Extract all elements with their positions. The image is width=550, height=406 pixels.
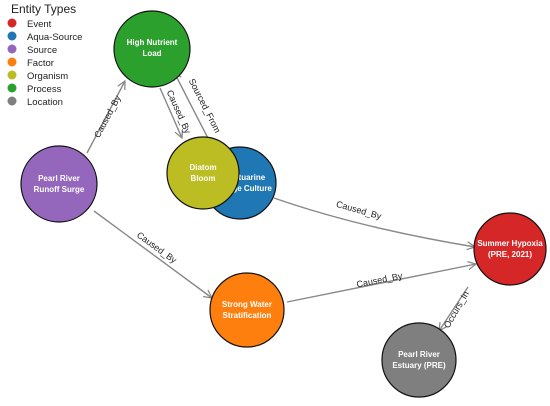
legend-item-factor: Factor	[7, 57, 54, 69]
legend-item-location: Location	[7, 96, 63, 108]
legend: Entity Types Event Aqua-Source Source Fa…	[7, 2, 82, 108]
edge-strat-to-hypoxia	[286, 264, 476, 303]
legend-label-factor: Factor	[27, 58, 54, 69]
node-circle-pearl-river-estuary	[381, 322, 457, 398]
edge-label-strat-to-hypoxia: Caused_By	[356, 271, 404, 290]
legend-swatch-organism	[7, 70, 17, 80]
edge-label-nutrient-to-diatom: Caused_By	[165, 88, 193, 135]
edge-label-pearl-to-strat: Caused_By	[135, 230, 179, 266]
legend-label-process: Process	[27, 84, 62, 95]
node-label-estuarine-cage-culture-2: Cage Culture	[222, 184, 272, 193]
node-summer-hypoxia[interactable]: Summer Hypoxia (PRE, 2021)	[473, 212, 547, 286]
edges: Caused_By Caused_By Sourced_From Caused_…	[86, 72, 476, 331]
legend-swatch-aqua-source	[7, 31, 17, 41]
edge-label-hypoxia-to-estuary: Occurs_In	[442, 289, 471, 330]
legend-label-organism: Organism	[27, 71, 68, 82]
node-label-diatom-bloom-1: Diatom	[189, 163, 216, 172]
legend-item-aqua-source: Aqua-Source	[7, 31, 82, 43]
edge-pearl-to-strat	[93, 210, 212, 298]
legend-label-aqua-source: Aqua-Source	[27, 32, 82, 43]
edge-hypoxia-to-estuary	[439, 286, 469, 331]
node-circle-diatom-bloom	[166, 136, 240, 210]
node-pearl-river-estuary[interactable]: Pearl River Estuary (PRE)	[381, 322, 457, 398]
node-label-pearl-river-estuary-2: Estuary (PRE)	[392, 361, 446, 370]
node-label-pearl-river-estuary-1: Pearl River	[398, 350, 440, 359]
legend-label-source: Source	[27, 45, 57, 56]
node-label-pearl-river-runoff-surge-1: Pearl River	[38, 174, 80, 183]
node-label-diatom-bloom-2: Bloom	[191, 174, 216, 183]
legend-title: Entity Types	[11, 2, 76, 16]
legend-item-source: Source	[7, 44, 57, 56]
edge-label-pearl-to-nutrient: Caused_By	[92, 93, 123, 139]
legend-item-organism: Organism	[7, 70, 68, 82]
node-circle-high-nutrient-load	[113, 10, 191, 88]
legend-swatch-source	[7, 44, 17, 54]
edge-label-estuarine-to-hypoxia: Caused_By	[335, 199, 383, 222]
legend-label-event: Event	[27, 19, 52, 30]
node-label-high-nutrient-load-2: Load	[142, 49, 161, 58]
edge-nutrient-to-diatom	[159, 87, 182, 138]
node-circle-pearl-river-runoff-surge	[20, 145, 98, 223]
legend-label-location: Location	[27, 97, 63, 108]
legend-swatch-event	[7, 18, 17, 28]
legend-swatch-process	[7, 83, 17, 93]
node-label-high-nutrient-load-1: High Nutrient	[127, 38, 178, 47]
node-label-estuarine-cage-culture-1: Estuarine	[229, 173, 266, 182]
node-high-nutrient-load[interactable]: High Nutrient Load	[113, 10, 191, 88]
legend-item-process: Process	[7, 83, 62, 95]
edge-label-estuarine-to-nutrient: Sourced_From	[187, 77, 223, 135]
node-strong-water-stratification[interactable]: Strong Water Stratification	[209, 272, 285, 348]
edge-pearl-to-nutrient	[86, 81, 125, 154]
node-label-pearl-river-runoff-surge-2: Runoff Surge	[34, 185, 85, 194]
node-label-strong-water-stratification-2: Stratification	[223, 311, 272, 320]
node-pearl-river-runoff-surge[interactable]: Pearl River Runoff Surge	[20, 145, 98, 223]
legend-swatch-factor	[7, 57, 17, 67]
node-label-summer-hypoxia-2: (PRE, 2021)	[488, 250, 532, 259]
node-diatom-bloom[interactable]: Diatom Bloom	[166, 136, 240, 210]
edge-estuarine-to-hypoxia	[273, 197, 475, 247]
node-label-strong-water-stratification-1: Strong Water	[222, 300, 272, 309]
node-label-summer-hypoxia-1: Summer Hypoxia	[477, 239, 543, 248]
node-circle-summer-hypoxia	[473, 212, 547, 286]
legend-item-event: Event	[7, 18, 52, 30]
node-circle-strong-water-stratification	[209, 272, 285, 348]
legend-swatch-location	[7, 96, 17, 106]
